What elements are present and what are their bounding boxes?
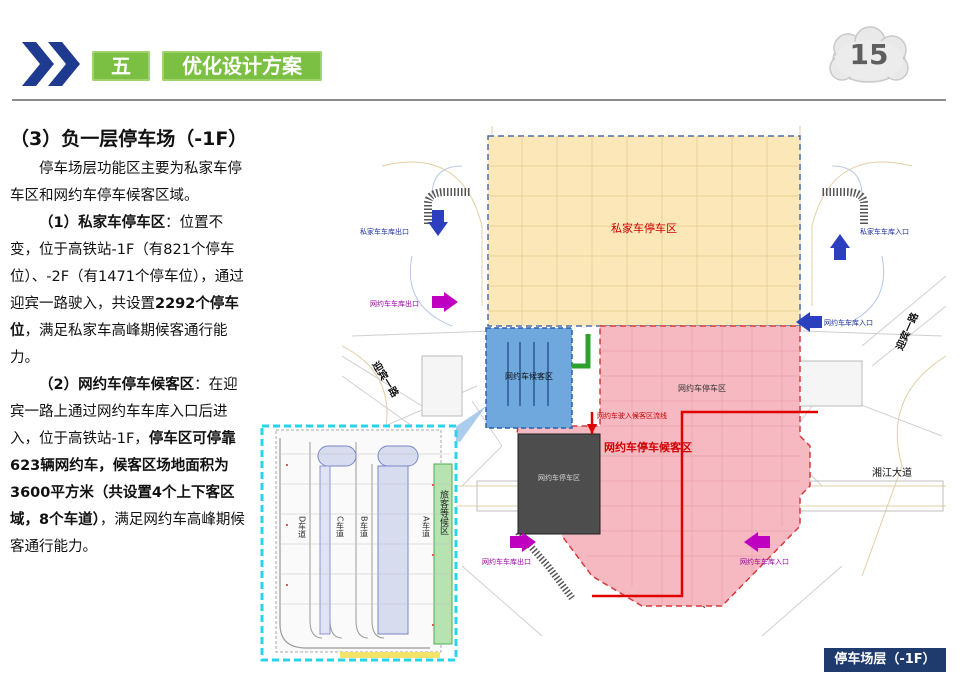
private-label: （1）私家车停车区 — [39, 215, 166, 231]
inset-lane-d: D车道 — [298, 516, 307, 539]
ride-entry-bottom-arrow-icon — [744, 532, 770, 552]
road-label-right: 迎宾一路 — [893, 309, 922, 352]
ride-bold: 停车区可停靠623辆网约车，候客区场地面积为3600平方米（共设置4个上下客区域… — [10, 431, 236, 528]
double-chevron-icon — [22, 42, 80, 86]
private-exit-arrow-icon — [428, 210, 448, 236]
inset-lane-a: A车道 — [422, 516, 431, 539]
zone-label-ride-dark: 网约车停车区 — [538, 473, 580, 482]
section-title-tag: 优化设计方案 — [162, 51, 322, 81]
private-paragraph: （1）私家车停车区：位置不变，位于高铁站-1F（有821个停车位）、-2F（有1… — [10, 215, 244, 366]
inset-waiting-area: 旅客等候区 — [438, 489, 449, 535]
zone-label-ride-main: 网约车停车候客区 — [604, 440, 692, 454]
cloud-badge-icon — [829, 26, 909, 83]
section-number-tag: 五 — [92, 51, 150, 81]
private-entry-ramp — [822, 188, 868, 224]
ride-entry-top-label: 网约车车库入口 — [824, 318, 873, 327]
page-number: 15 — [849, 38, 889, 71]
pickup-lanes-inset: D车道 C车道 B车道 A车道 旅客等候区 — [260, 424, 458, 662]
private-entry-label: 私家车车库入口 — [860, 227, 909, 236]
ride-exit-bottom-arrow-icon — [510, 532, 536, 552]
road-label-left: 迎宾一路 — [369, 359, 402, 401]
inset-lane-b: B车道 — [360, 516, 369, 539]
private-entry-arrow-icon — [830, 234, 850, 260]
ride-label: （2）网约车停车候客区 — [39, 377, 195, 393]
zone-label-ride-park: 网约车停车区 — [678, 383, 726, 393]
private-count: 2292个停车位 — [10, 296, 239, 339]
ride-paragraph: （2）网约车停车候客区：在迎宾一路上通过网约车车库入口后进入，位于高铁站-1F，… — [10, 377, 245, 555]
inset-lane-c: C车道 — [336, 516, 345, 539]
ride-exit-top-arrow-icon — [432, 292, 458, 312]
road-label-xiangjiang: 湘江大道 — [872, 466, 912, 479]
intro-paragraph: 停车场层功能区主要为私家车停车区和网约车停车候客区域。 — [10, 161, 242, 204]
parking-plan: 私家车停车区 网约车停车区 网约车候客区 网约车停车区 网约车驶入候客区流线 网… — [342, 126, 946, 637]
section-heading: （3）负一层停车场（-1F） — [10, 128, 248, 150]
zone-label-private: 私家车停车区 — [611, 221, 677, 235]
private-exit-label: 私家车车库出口 — [360, 227, 409, 236]
figure-caption: 停车场层（-1F） — [824, 648, 946, 672]
ride-exit-top-label: 网约车车库出口 — [370, 299, 419, 308]
zone-label-ride-wait: 网约车候客区 — [505, 371, 553, 381]
ride-exit-bottom-label: 网约车车库出口 — [482, 557, 531, 566]
header-divider — [12, 99, 946, 101]
description-panel: （3）负一层停车场（-1F） 停车场层功能区主要为私家车停车区和网约车停车候客区… — [10, 124, 248, 561]
flow-label: 网约车驶入候客区流线 — [597, 411, 667, 420]
ride-entry-top-arrow-icon — [796, 312, 822, 332]
ride-entry-bottom-label: 网约车车库入口 — [740, 557, 789, 566]
